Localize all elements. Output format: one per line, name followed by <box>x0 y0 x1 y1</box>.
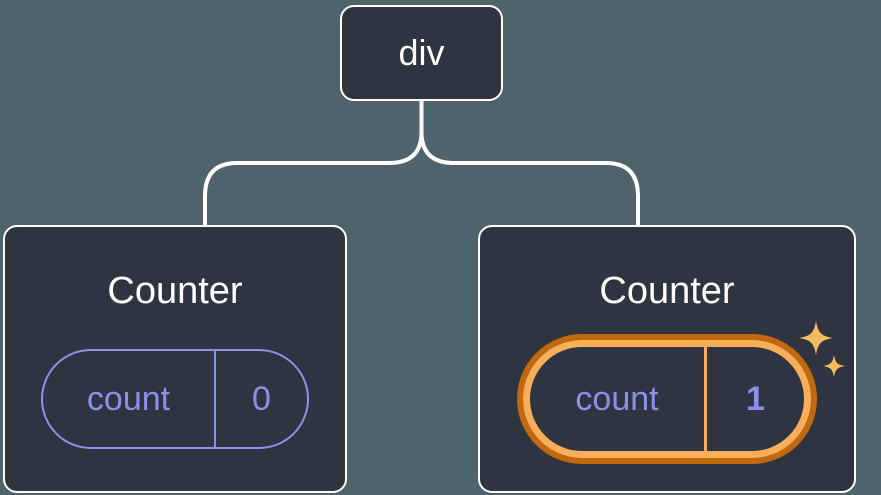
root-node-div: div <box>340 5 503 101</box>
sparkles-icon <box>799 321 846 378</box>
state-value-segment: 1 <box>707 347 804 451</box>
state-key-segment: count <box>530 347 707 451</box>
counter-card-right: Counter count 1 <box>478 225 856 493</box>
counter-card-left: Counter count 0 <box>3 225 347 493</box>
root-node-label: div <box>398 32 445 73</box>
state-value: 1 <box>746 380 765 418</box>
state-key-label: count <box>575 380 659 418</box>
state-value: 0 <box>252 380 271 418</box>
state-pill: count 0 <box>41 349 309 449</box>
connector-left-branch <box>203 99 424 228</box>
state-pill-highlight-ring: count 1 <box>523 340 811 458</box>
state-value-segment: 0 <box>216 351 307 447</box>
card-title: Counter <box>599 270 735 312</box>
state-key-label: count <box>86 380 171 418</box>
sparkle-small <box>822 354 846 378</box>
card-title: Counter <box>107 270 243 312</box>
connector-right-branch <box>419 99 640 228</box>
state-pill-highlighted: count 1 <box>517 334 817 464</box>
sparkle-large <box>799 321 833 355</box>
state-key-segment: count <box>43 351 216 447</box>
